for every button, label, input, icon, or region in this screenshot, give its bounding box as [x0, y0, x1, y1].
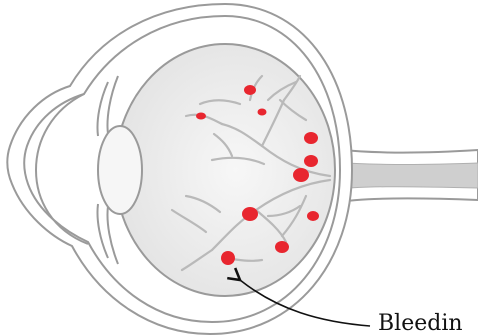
hemorrhage-spot: [304, 155, 318, 167]
hemorrhage-spot: [242, 207, 258, 221]
hemorrhage-spot: [196, 113, 206, 120]
hemorrhage-spot: [293, 168, 309, 182]
hemorrhage-spot: [304, 132, 318, 144]
lens: [98, 126, 142, 214]
hemorrhage-spot: [258, 109, 267, 116]
hemorrhage-spot: [307, 211, 319, 221]
hemorrhage-spot: [221, 251, 235, 265]
hemorrhage-spot: [244, 85, 256, 95]
hemorrhage-spot: [275, 241, 289, 253]
bleeding-label: Bleedin: [378, 313, 463, 335]
